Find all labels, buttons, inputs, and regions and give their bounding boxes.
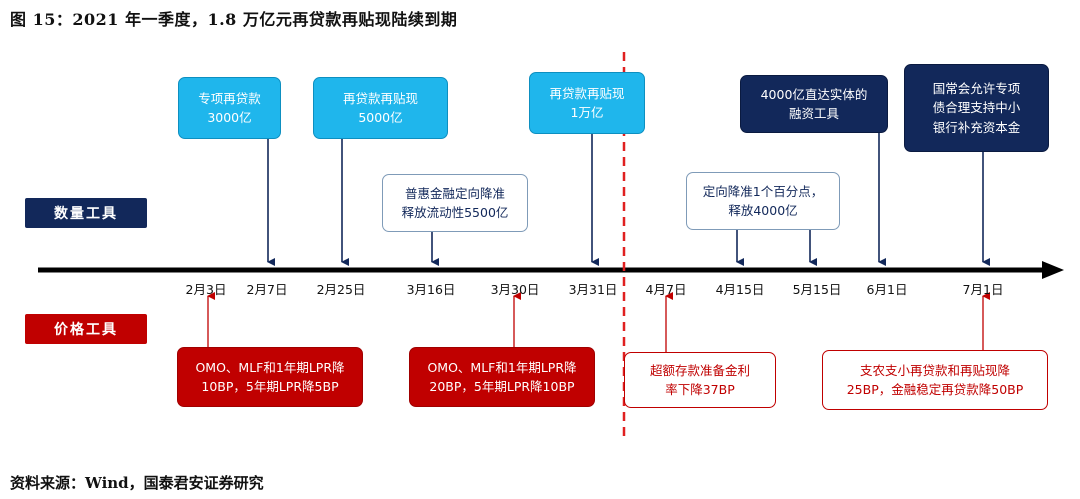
date-label: 3月16日 — [406, 282, 456, 297]
date-label: 3月30日 — [490, 282, 540, 297]
date-label: 4月7日 — [645, 282, 687, 297]
event-special-bond-bank-capital: 国常会允许专项债合理支持中小银行补充资本金 — [904, 64, 1049, 152]
date-label: 2月7日 — [246, 282, 288, 297]
date-label: 4月15日 — [715, 282, 765, 297]
date-label: 6月1日 — [866, 282, 908, 297]
date-label: 2月25日 — [316, 282, 366, 297]
event-inclusive-rrr-cut: 普惠金融定向降准释放流动性5500亿 — [382, 174, 528, 232]
date-label: 2月3日 — [185, 282, 227, 297]
price-tools-label: 价格工具 — [25, 314, 147, 344]
quantity-tools-label: 数量工具 — [25, 198, 147, 228]
date-label: 5月15日 — [792, 282, 842, 297]
date-label: 3月31日 — [568, 282, 618, 297]
event-direct-financing-tool: 4000亿直达实体的融资工具 — [740, 75, 888, 133]
event-targeted-rrr-cut: 定向降准1个百分点，释放4000亿 — [686, 172, 840, 230]
event-excess-reserve-rate-cut: 超额存款准备金利率下降37BP — [624, 352, 776, 408]
source-note: 资料来源：Wind，国泰君安证券研究 — [10, 474, 264, 492]
figure-title: 图 15：2021 年一季度，1.8 万亿元再贷款再贴现陆续到期 — [10, 10, 458, 29]
timeline-arrowhead — [1042, 261, 1064, 279]
date-label: 7月1日 — [962, 282, 1004, 297]
